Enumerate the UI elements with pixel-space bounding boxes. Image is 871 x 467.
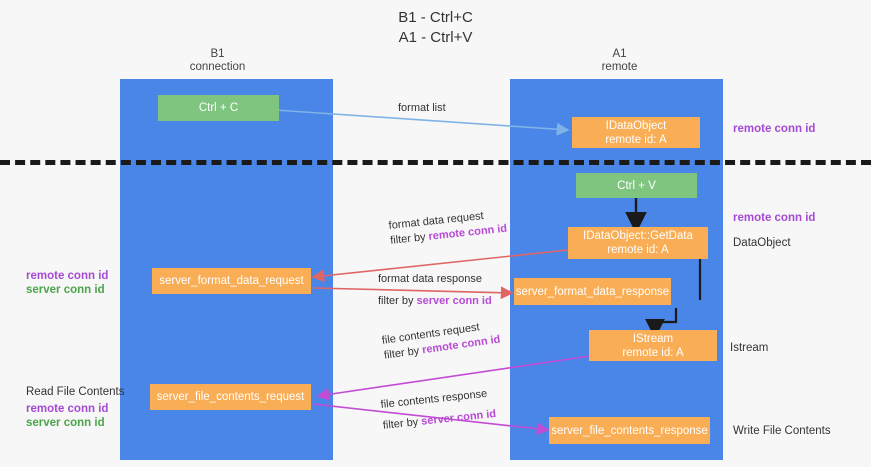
title-line-2: A1 - Ctrl+V bbox=[398, 29, 473, 46]
edge-label-format-list: format list bbox=[398, 101, 446, 116]
node-istream[interactable]: IStream remote id: A bbox=[589, 330, 717, 361]
fdres-prefix: filter by bbox=[378, 295, 417, 307]
left-label-server-conn-id-2: server conn id bbox=[26, 417, 105, 429]
edge-label-format-list-line1: format list bbox=[398, 102, 446, 114]
title-line-1: B1 - Ctrl+C bbox=[398, 9, 473, 26]
node-server-file-contents-request[interactable]: server_file_contents_request bbox=[150, 384, 311, 410]
node-server-format-data-response-label: server_format_data_response bbox=[515, 285, 670, 298]
right-label-dataobject: DataObject bbox=[733, 237, 791, 249]
node-server-file-contents-response[interactable]: server_file_contents_response bbox=[549, 417, 710, 444]
edge-label-file-contents-response: file contents response filter by server … bbox=[380, 386, 497, 434]
lane-header-a1: A1 remote bbox=[552, 48, 687, 74]
node-ctrl-v[interactable]: Ctrl + V bbox=[576, 173, 697, 198]
node-idataobject[interactable]: IDataObject remote id: A bbox=[572, 117, 700, 148]
right-label-remote-conn-id-mid: remote conn id bbox=[733, 212, 816, 224]
left-label-server-conn-id-1: server conn id bbox=[26, 284, 105, 296]
left-label-remote-conn-id-1: remote conn id bbox=[26, 270, 109, 282]
lane-header-b1: B1 connection bbox=[150, 48, 285, 74]
lane-header-a1-line1: A1 bbox=[612, 48, 627, 60]
right-label-remote-conn-id-top: remote conn id bbox=[733, 123, 816, 135]
fcres-highlight: server conn id bbox=[420, 407, 497, 428]
lane-header-a1-line2: remote bbox=[601, 61, 638, 73]
node-server-file-contents-response-label: server_file_contents_response bbox=[551, 424, 708, 437]
right-label-istream: Istream bbox=[730, 342, 769, 354]
node-istream-line1: IStream bbox=[632, 332, 674, 345]
edge-label-format-data-response: format data response filter by server co… bbox=[378, 272, 492, 309]
node-server-file-contents-request-label: server_file_contents_request bbox=[156, 391, 305, 403]
node-getdata-line2: remote id: A bbox=[607, 244, 669, 256]
node-getdata-line1: IDataObject::GetData bbox=[583, 230, 693, 242]
node-server-format-data-request[interactable]: server_format_data_request bbox=[152, 268, 311, 294]
edge-label-file-contents-request: file contents request filter by remote c… bbox=[381, 318, 501, 364]
page-title: B1 - Ctrl+C A1 - Ctrl+V bbox=[0, 8, 871, 48]
right-label-write-file-contents: Write File Contents bbox=[733, 425, 831, 437]
left-label-read-file-contents: Read File Contents bbox=[26, 386, 125, 398]
fcres-prefix: filter by bbox=[382, 415, 422, 432]
node-server-format-data-response[interactable]: server_format_data_response bbox=[514, 278, 671, 305]
fdreq-prefix: filter by bbox=[389, 230, 430, 247]
lane-header-b1-line2: connection bbox=[189, 61, 246, 73]
edge-label-format-data-response-line1: format data response bbox=[378, 273, 482, 285]
node-getdata[interactable]: IDataObject::GetData remote id: A bbox=[568, 227, 708, 259]
node-idataobject-line1: IDataObject bbox=[605, 119, 667, 132]
fdres-highlight: server conn id bbox=[416, 295, 492, 307]
edge-label-format-data-request: format data request filter by remote con… bbox=[388, 207, 508, 249]
node-ctrl-c-label: Ctrl + C bbox=[198, 102, 239, 114]
node-ctrl-v-label: Ctrl + V bbox=[617, 179, 656, 192]
node-ctrl-c[interactable]: Ctrl + C bbox=[158, 95, 279, 121]
phase-divider bbox=[0, 160, 871, 165]
fcreq-prefix: filter by bbox=[383, 344, 424, 362]
node-idataobject-line2: remote id: A bbox=[605, 133, 667, 146]
node-server-format-data-request-label: server_format_data_request bbox=[159, 275, 304, 287]
left-label-remote-conn-id-2: remote conn id bbox=[26, 403, 109, 415]
edge-label-format-data-response-line2: filter by server conn id bbox=[378, 294, 492, 309]
lane-header-b1-line1: B1 bbox=[210, 48, 225, 60]
node-istream-line2: remote id: A bbox=[622, 346, 684, 359]
